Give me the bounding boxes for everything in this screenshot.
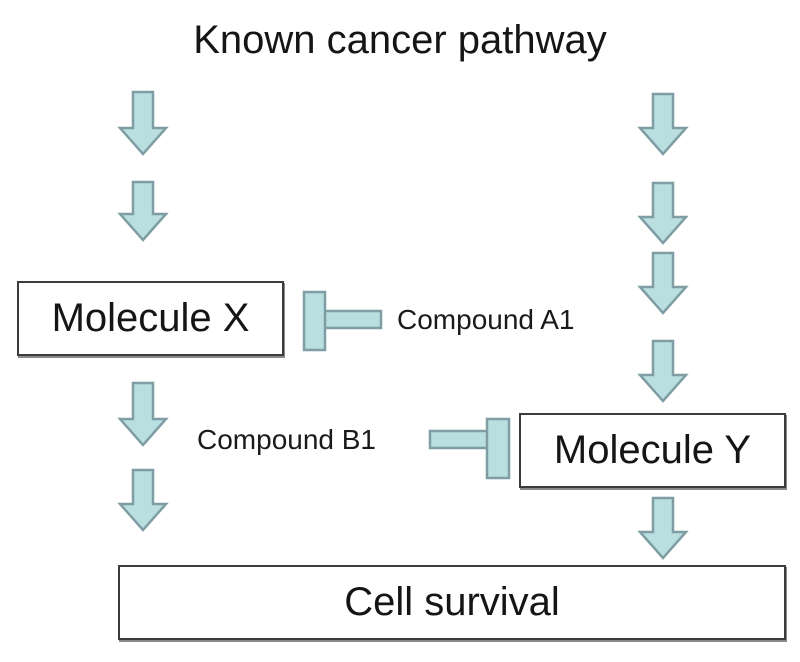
arrow-down-icon xyxy=(117,90,169,156)
cell-survival-label: Cell survival xyxy=(344,580,560,624)
arrow-down-icon xyxy=(117,381,169,447)
inhibition-tbar-a1-icon xyxy=(302,290,383,352)
compound-a1-label: Compound A1 xyxy=(397,304,575,335)
arrow-down-icon xyxy=(637,339,689,403)
molecule-y-node: Molecule Y xyxy=(519,413,786,488)
cell-survival-node: Cell survival xyxy=(118,565,786,640)
molecule-x-node: Molecule X xyxy=(17,281,284,356)
arrow-down-icon xyxy=(637,181,689,245)
arrow-down-icon xyxy=(637,496,689,560)
diagram-title: Known cancer pathway xyxy=(193,18,607,62)
arrow-down-icon xyxy=(637,251,689,315)
arrow-down-icon xyxy=(117,468,169,532)
molecule-x-label: Molecule X xyxy=(51,296,250,340)
arrow-down-icon xyxy=(637,92,689,156)
arrow-down-icon xyxy=(117,180,169,242)
molecule-y-label: Molecule Y xyxy=(553,428,752,472)
inhibition-tbar-b1-icon xyxy=(428,417,511,480)
compound-b1-label: Compound B1 xyxy=(197,424,377,455)
